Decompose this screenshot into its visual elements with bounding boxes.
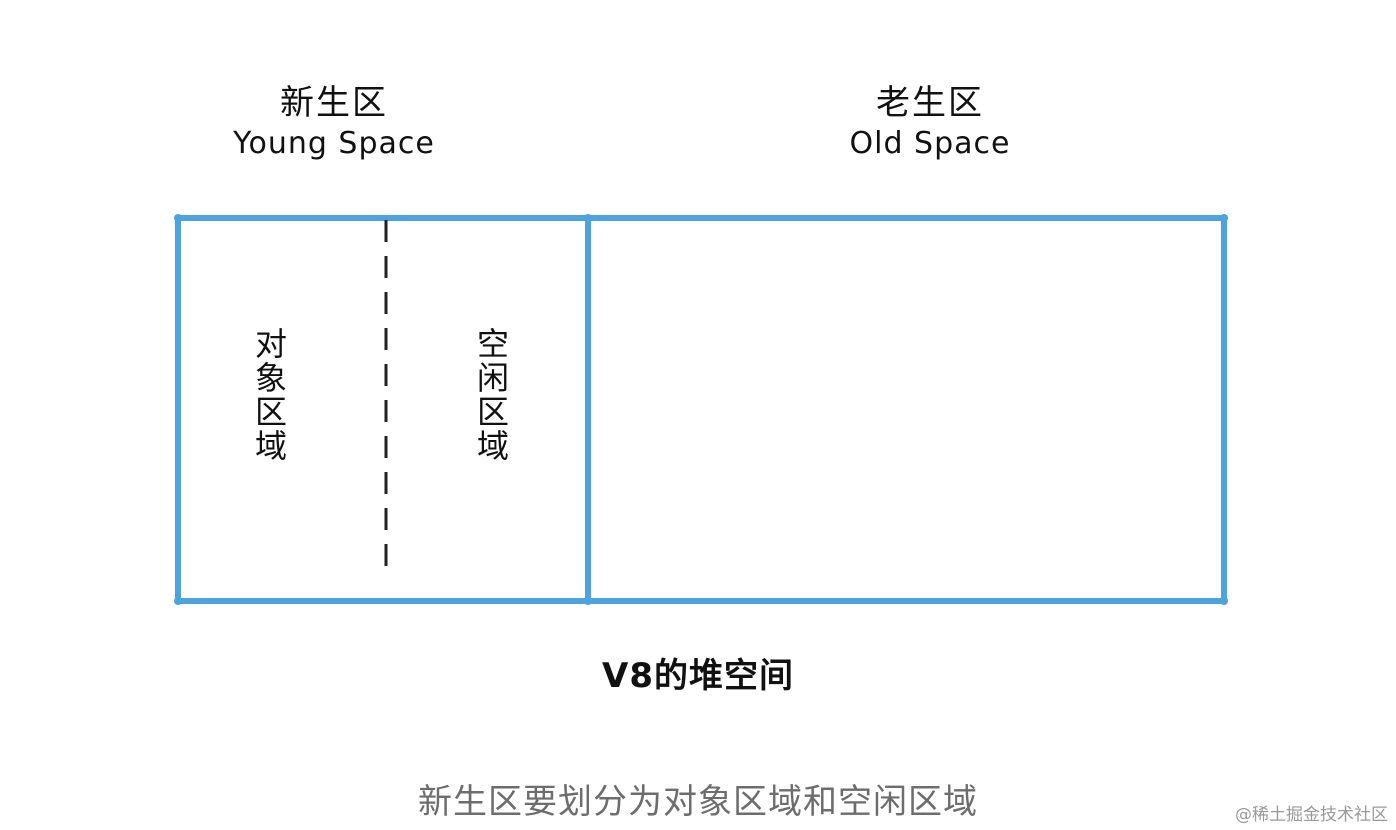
- corner-dot: [584, 597, 592, 605]
- corner-dot: [1220, 597, 1228, 605]
- old-space-title-en: Old Space: [849, 125, 1011, 161]
- heap-caption: V8的堆空间: [602, 656, 794, 696]
- watermark: @稀土掘金技术社区: [1235, 805, 1388, 825]
- corner-dot: [1220, 214, 1228, 222]
- object-region-label: 对象区域: [250, 327, 288, 463]
- old-space-heading: 老生区 Old Space: [780, 82, 1080, 162]
- corner-dot: [174, 597, 182, 605]
- young-space-title-en: Young Space: [233, 125, 435, 161]
- free-region-label: 空闲区域: [472, 327, 510, 463]
- young-space-title-zh: 新生区: [280, 83, 388, 123]
- corner-dot: [584, 214, 592, 222]
- young-space-heading: 新生区 Young Space: [200, 82, 468, 162]
- corner-dot: [174, 214, 182, 222]
- figure-caption: 新生区要划分为对象区域和空闲区域: [418, 782, 978, 822]
- old-space-title-zh: 老生区: [876, 83, 984, 123]
- heap-outline: [175, 215, 1227, 604]
